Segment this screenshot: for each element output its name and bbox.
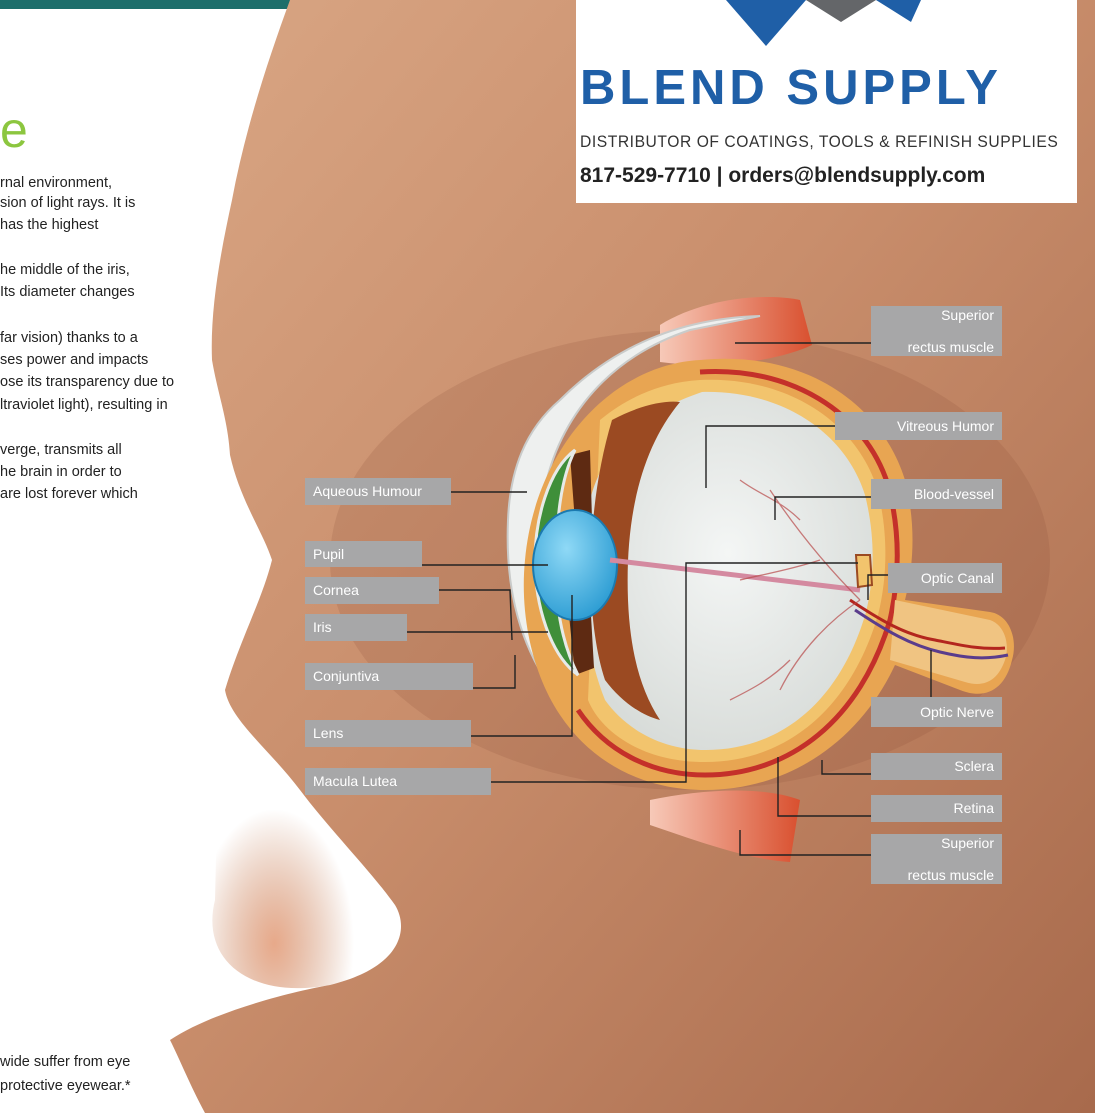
footnote-line-1: wide suffer from eye <box>0 1052 130 1073</box>
body-line-4: he middle of the iris, <box>0 260 130 280</box>
body-line-3: has the highest <box>0 215 98 235</box>
label-lens: Lens <box>305 720 471 747</box>
brand-contact: 817-529-7710 | orders@blendsupply.com <box>580 164 985 188</box>
label-macula-lutea: Macula Lutea <box>305 768 491 795</box>
label-retina: Retina <box>871 795 1002 822</box>
footnote-line-2: protective eyewear.* <box>0 1076 131 1097</box>
label-vitreous-humor: Vitreous Humor <box>835 412 1002 440</box>
section-heading-fragment: e <box>0 105 28 155</box>
brand-tagline: DISTRIBUTOR OF COATINGS, TOOLS & REFINIS… <box>580 132 1058 152</box>
label-aqueous-humour: Aqueous Humour <box>305 478 451 505</box>
label-conjuntiva: Conjuntiva <box>305 663 473 690</box>
label-optic-nerve: Optic Nerve <box>871 697 1002 727</box>
body-line-12: are lost forever which <box>0 484 138 504</box>
logo-mark <box>576 0 1077 60</box>
body-line-5: Its diameter changes <box>0 282 135 302</box>
label-iris: Iris <box>305 614 407 641</box>
brand-name: BLEND SUPPLY <box>580 64 1002 113</box>
label-cornea: Cornea <box>305 577 439 604</box>
body-line-6: far vision) thanks to a <box>0 328 138 348</box>
body-line-11: he brain in order to <box>0 462 122 482</box>
body-line-10: verge, transmits all <box>0 440 122 460</box>
label-optic-canal: Optic Canal <box>888 563 1002 593</box>
body-line-8: ose its transparency due to <box>0 372 174 392</box>
macula <box>856 555 872 587</box>
label-blood-vessel: Blood-vessel <box>871 479 1002 509</box>
label-sclera: Sclera <box>871 753 1002 780</box>
body-line-9: ltraviolet light), resulting in <box>0 395 168 415</box>
label-pupil: Pupil <box>305 541 422 567</box>
body-line-2: sion of light rays. It is <box>0 193 135 213</box>
body-line-1: rnal environment, <box>0 173 112 193</box>
body-line-7: ses power and impacts <box>0 350 148 370</box>
